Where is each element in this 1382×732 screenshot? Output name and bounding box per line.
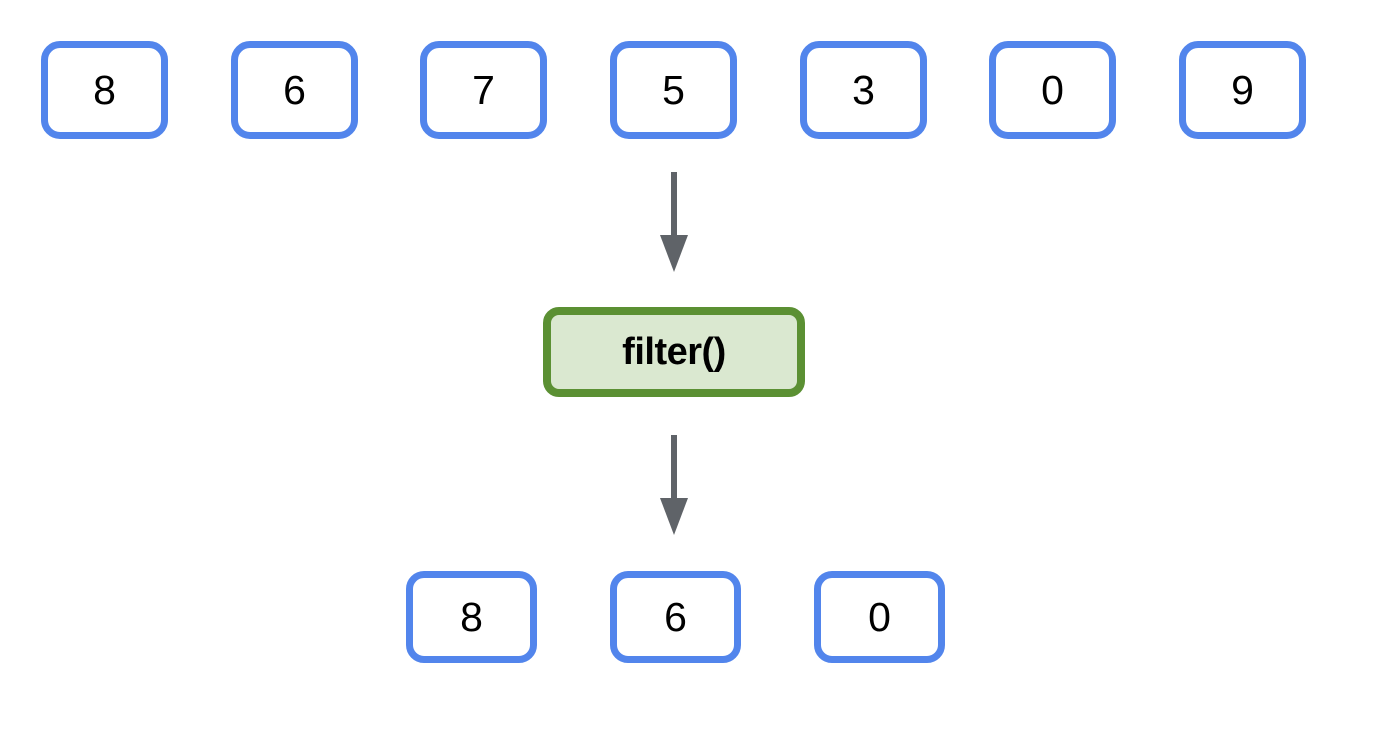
output-value-label-2: 0 — [868, 593, 891, 640]
arrow-input-to-filter — [660, 172, 688, 272]
input-value-label-2: 7 — [472, 66, 495, 113]
input-value-box-5[interactable]: 0 — [989, 41, 1116, 139]
input-value-label-1: 6 — [283, 66, 306, 113]
input-value-box-6[interactable]: 9 — [1179, 41, 1306, 139]
output-value-box-0[interactable]: 8 — [406, 571, 537, 663]
filter-operation-node[interactable]: filter() — [543, 307, 805, 397]
output-value-label-0: 8 — [460, 593, 483, 640]
arrow-filter-to-output — [660, 435, 688, 535]
input-value-box-4[interactable]: 3 — [800, 41, 927, 139]
input-value-label-0: 8 — [93, 66, 116, 113]
input-value-label-3: 5 — [662, 66, 685, 113]
input-value-box-0[interactable]: 8 — [41, 41, 168, 139]
input-value-label-4: 3 — [852, 66, 875, 113]
output-value-label-1: 6 — [664, 593, 687, 640]
output-value-box-1[interactable]: 6 — [610, 571, 741, 663]
input-value-label-5: 0 — [1041, 66, 1064, 113]
filter-operation-label: filter() — [622, 331, 726, 373]
input-value-box-2[interactable]: 7 — [420, 41, 547, 139]
arrow-head — [660, 498, 688, 535]
arrow-head — [660, 235, 688, 272]
input-value-box-1[interactable]: 6 — [231, 41, 358, 139]
input-value-box-3[interactable]: 5 — [610, 41, 737, 139]
output-value-box-2[interactable]: 0 — [814, 571, 945, 663]
input-value-label-6: 9 — [1231, 66, 1254, 113]
